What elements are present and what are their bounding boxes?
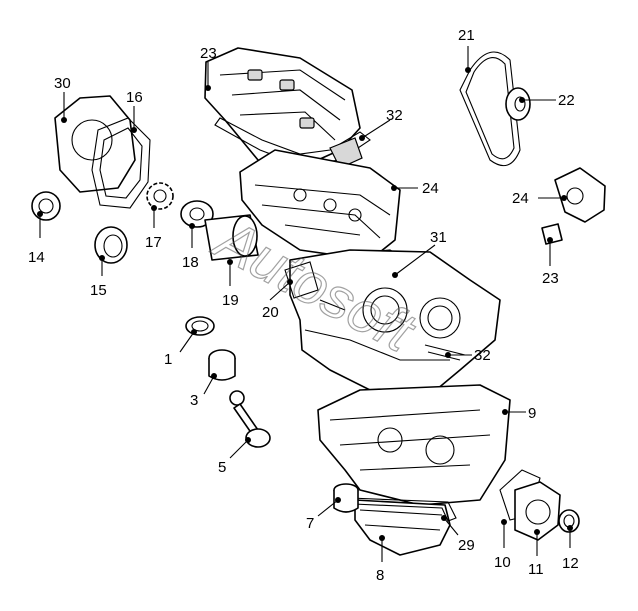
thermostat: [541, 223, 563, 245]
callout-20: 24: [422, 180, 439, 197]
callout-26: 24: [512, 190, 529, 207]
callout-28: 29: [458, 537, 475, 554]
callout-8: 8: [376, 567, 384, 584]
crankcase: [317, 384, 511, 506]
oil-pan: [354, 499, 451, 556]
callout-23: 22: [558, 92, 575, 109]
callout-15: 16: [126, 89, 143, 106]
callout-10: 10: [494, 554, 511, 571]
callout-13: 14: [28, 249, 45, 266]
callout-30: 32: [386, 107, 403, 124]
timing-belt: [459, 51, 521, 167]
timing-belt-inner: [465, 57, 515, 160]
rear-cover: [514, 481, 561, 541]
callout-31: 31: [430, 229, 447, 246]
callout-7: 7: [306, 515, 314, 532]
cylinder-block: [289, 249, 501, 396]
callout-3: 3: [190, 392, 198, 409]
callout-14: 15: [90, 282, 107, 299]
callout-1: 1: [164, 351, 172, 368]
callout-16: 17: [145, 234, 162, 251]
oil-seal-rear: [558, 509, 580, 533]
callout-29: 30: [54, 75, 71, 92]
idler-gear: [284, 261, 319, 299]
callout-32: 32: [474, 347, 491, 364]
callout-19: 23: [200, 45, 217, 62]
crank-sprocket: [146, 182, 174, 210]
callout-11: 11: [528, 561, 544, 578]
callout-18: 19: [222, 292, 239, 309]
oil-filter: [333, 483, 359, 513]
cylinder-head: [239, 149, 401, 261]
balance-shaft: [204, 214, 259, 261]
timing-cover: [54, 95, 136, 193]
callout-5: 5: [218, 459, 226, 476]
callout-24: 23: [542, 270, 559, 287]
water-pump: [554, 167, 606, 223]
seal-ring: [94, 226, 128, 264]
callout-12: 12: [562, 555, 579, 572]
callout-17: 18: [182, 254, 199, 271]
head-bolt: [424, 344, 466, 361]
piston-ring: [185, 316, 215, 336]
callout-9: 9: [528, 405, 536, 422]
timing-cover-gasket: [91, 117, 151, 209]
oil-seal-front: [31, 191, 61, 221]
piston: [208, 349, 236, 381]
callout-21: 20: [262, 304, 279, 321]
cam-pulley: [505, 87, 531, 121]
callout-22: 21: [458, 27, 475, 44]
callout-layer: 23 32 24 31 32 9 29 8 7 10 11 12: [28, 27, 579, 584]
